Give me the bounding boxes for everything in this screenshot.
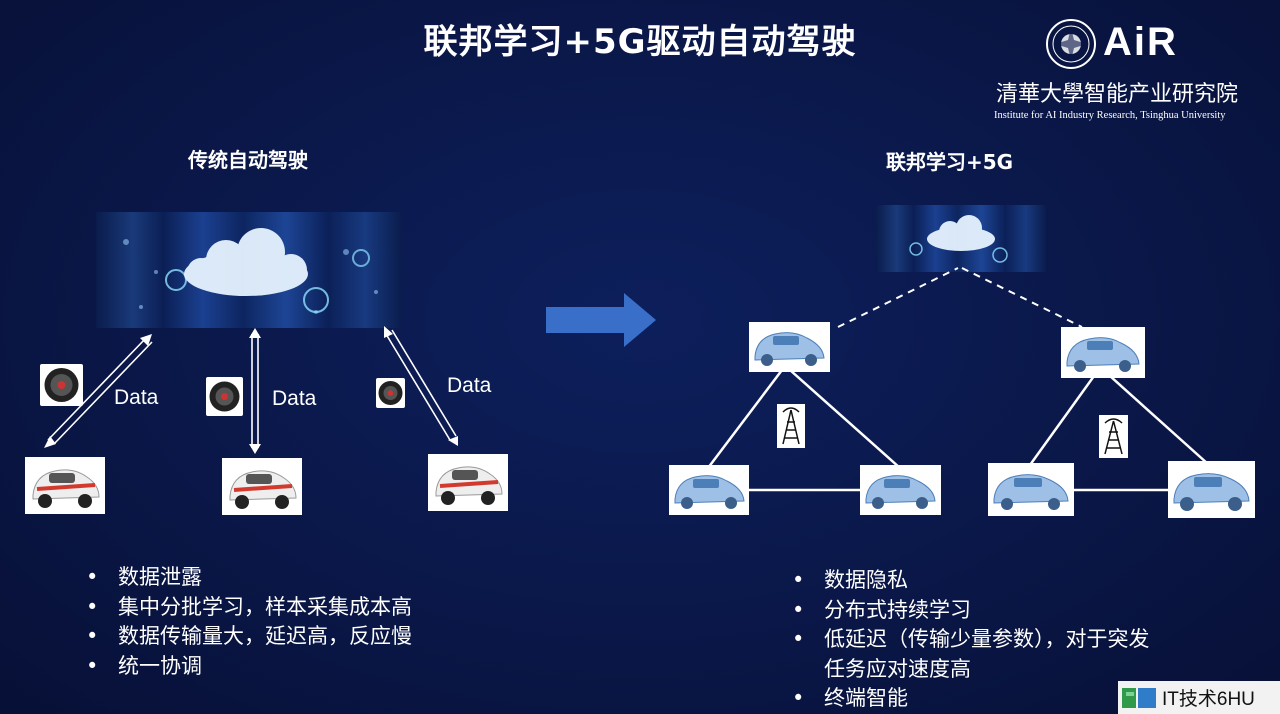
list-item: 终端智能: [792, 684, 1150, 714]
cell-tower-icon: [1099, 415, 1128, 458]
cloud-datacenter-image: [876, 205, 1046, 272]
watermark-text: IT技术6HU: [1162, 689, 1255, 710]
list-item: 数据隐私: [792, 566, 1150, 596]
left-bullet-list: 数据泄露 集中分批学习，样本采集成本高 数据传输量大，延迟高，反应慢 统一协调: [86, 563, 412, 681]
slide-title: 联邦学习+5G驱动自动驾驶: [423, 22, 857, 62]
cell-tower-icon: [777, 404, 805, 448]
left-heading: 传统自动驾驶: [188, 148, 308, 172]
cloud-datacenter-image: [96, 212, 402, 328]
vehicle-thumbnail: [749, 322, 830, 372]
list-item: 数据传输量大，延迟高，反应慢: [86, 622, 412, 652]
vehicle-thumbnail: [25, 457, 105, 514]
data-label: Data: [447, 374, 492, 397]
vehicle-thumbnail: [428, 454, 508, 511]
vehicle-thumbnail: [1168, 461, 1255, 518]
vehicle-thumbnail: [222, 458, 302, 515]
list-item: 统一协调: [86, 652, 412, 682]
transition-arrow-icon: [546, 293, 656, 347]
right-bullet-list: 数据隐私 分布式持续学习 低延迟（传输少量参数），对于突发 任务应对速度高 终端…: [792, 566, 1150, 714]
steering-wheel-icon: [376, 378, 405, 408]
institute-name-en: Institute for AI Industry Research, Tsin…: [994, 110, 1226, 121]
vehicle-thumbnail: [1061, 327, 1145, 378]
watermark-logo-icon: [1122, 687, 1156, 708]
steering-wheel-icon: [206, 377, 243, 416]
air-logo-text: AiR: [1103, 20, 1178, 64]
list-item-continuation: 任务应对速度高: [824, 656, 971, 681]
right-heading: 联邦学习+5G: [886, 150, 1014, 174]
steering-wheel-icon: [40, 364, 83, 406]
vehicle-thumbnail: [860, 465, 941, 515]
list-item: 分布式持续学习: [792, 596, 1150, 626]
data-label: Data: [272, 387, 317, 410]
vehicle-thumbnail: [669, 465, 749, 515]
list-item: 数据泄露: [86, 563, 412, 593]
tsinghua-seal-icon: [1046, 19, 1096, 69]
institute-logo: AiR 清華大學智能产业研究院 Institute for AI Industr…: [990, 14, 1260, 124]
data-label: Data: [114, 386, 159, 409]
watermark: IT技术6HU: [1118, 681, 1280, 714]
list-item: 低延迟（传输少量参数），对于突发: [792, 625, 1150, 655]
vehicle-thumbnail: [988, 463, 1074, 516]
list-item: 集中分批学习，样本采集成本高: [86, 593, 412, 623]
institute-name-cn: 清華大學智能产业研究院: [996, 82, 1239, 107]
